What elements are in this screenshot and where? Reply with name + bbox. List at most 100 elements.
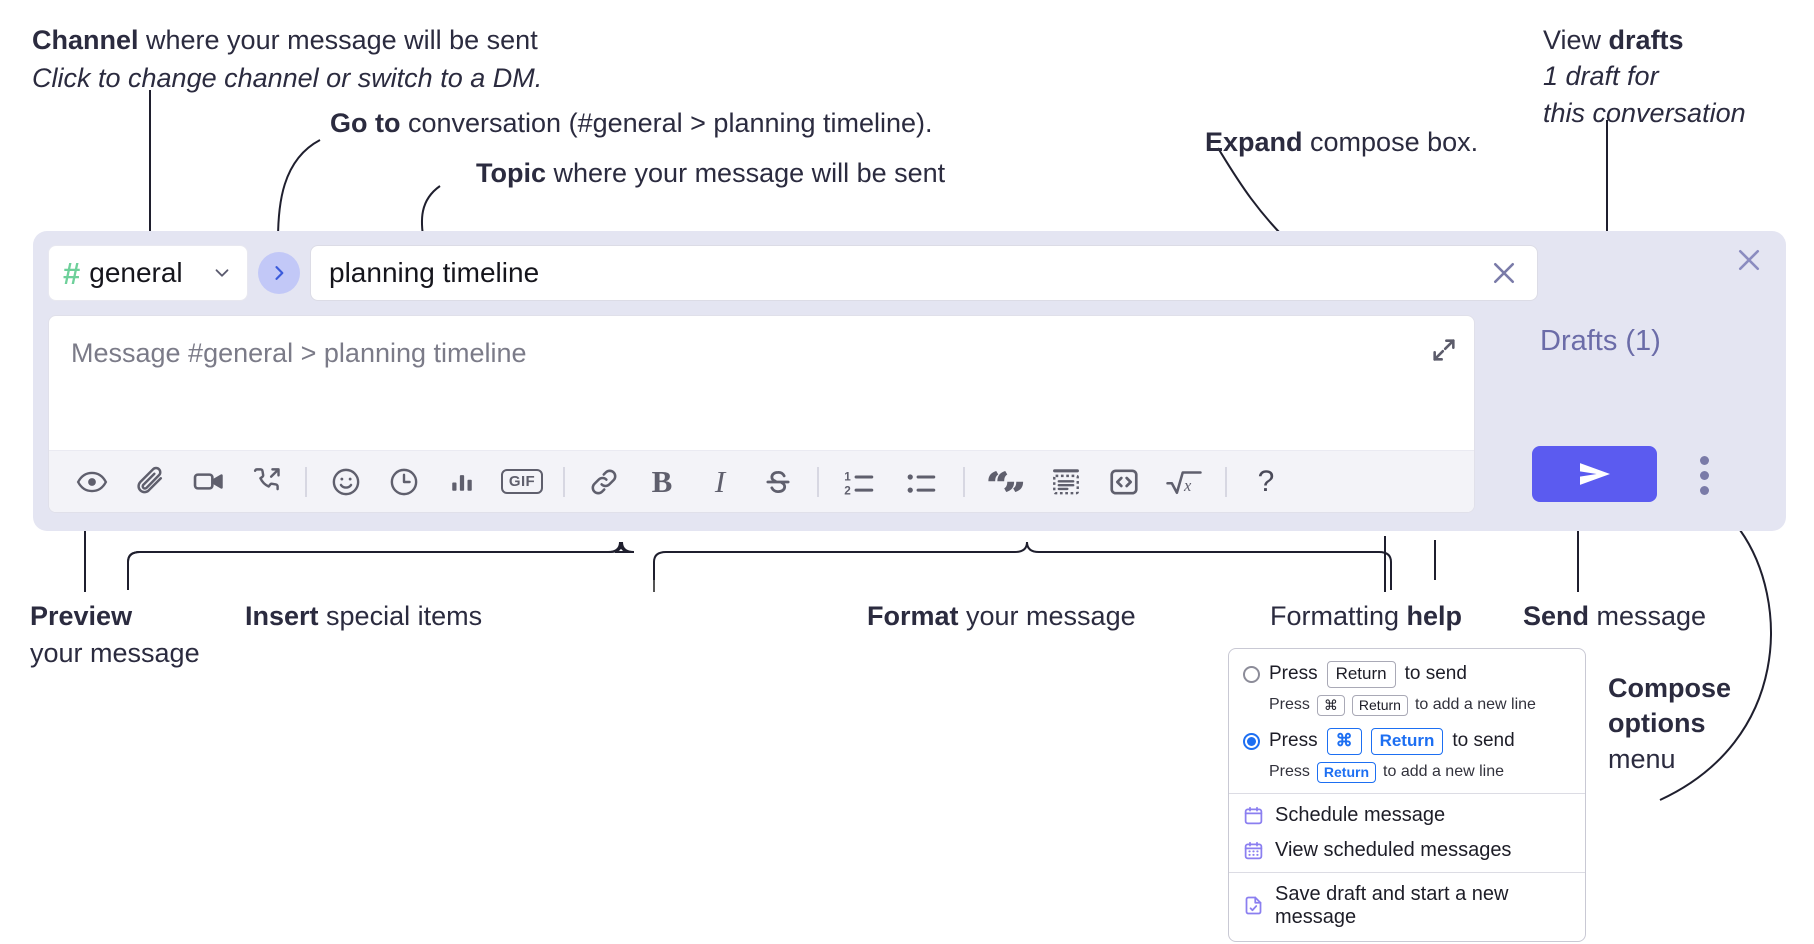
clock-icon[interactable]	[375, 458, 433, 506]
annotation-goto: Go to conversation (#general > planning …	[330, 107, 933, 139]
link-icon[interactable]	[575, 458, 633, 506]
video-camera-icon[interactable]	[179, 458, 237, 506]
annotation-format-rest: your message	[958, 601, 1136, 631]
bulleted-list-icon[interactable]	[891, 458, 953, 506]
emoji-icon[interactable]	[317, 458, 375, 506]
toolbar-divider	[1225, 466, 1227, 497]
annotation-preview: Preview your message	[30, 600, 200, 670]
send-option-cmd-return-row: Press ⌘ Return to send	[1243, 727, 1571, 755]
svg-text:x: x	[1183, 475, 1192, 494]
paperclip-icon[interactable]	[121, 458, 179, 506]
annotation-expand: Expand compose box.	[1205, 126, 1478, 158]
annotation-topic: Topic where your message will be sent	[476, 157, 945, 189]
annotation-compose-line1: Compose	[1608, 673, 1732, 703]
help-label: ?	[1257, 464, 1275, 498]
annotation-topic-rest: where your message will be sent	[546, 158, 946, 188]
clear-topic-icon[interactable]	[1485, 254, 1523, 292]
italic-label: I	[714, 463, 726, 499]
phone-forward-icon[interactable]	[237, 458, 295, 506]
annotation-help-bold: help	[1406, 601, 1463, 631]
topic-input[interactable]: planning timeline	[310, 245, 1538, 301]
annotation-goto-bold: Go to	[330, 108, 401, 138]
annotation-preview-bold: Preview	[30, 601, 133, 631]
code-block-icon[interactable]	[1037, 458, 1095, 506]
annotation-send: Send message	[1523, 600, 1706, 632]
menu-item-view-scheduled-messages[interactable]: View scheduled messages	[1229, 833, 1585, 868]
radio-cmd-return[interactable]	[1243, 732, 1260, 750]
strikethrough-icon[interactable]	[749, 458, 807, 506]
annotation-drafts-bold: drafts	[1608, 25, 1684, 55]
menu-item-label: Save draft and start a new message	[1275, 882, 1509, 928]
opt2-sub-post: to add a new line	[1383, 763, 1505, 781]
send-button[interactable]	[1532, 446, 1657, 502]
menu-item-schedule-message[interactable]: Schedule message	[1229, 798, 1585, 833]
kebab-dot	[1699, 455, 1709, 465]
bar-chart-icon[interactable]	[433, 458, 491, 506]
topic-value: planning timeline	[329, 257, 540, 288]
radio-return[interactable]	[1243, 665, 1260, 683]
send-option-return-sub: Press ⌘ Return to add a new line	[1269, 694, 1571, 716]
annotation-channel-bold: Channel	[32, 25, 139, 55]
annotation-channel-italic: Click to change channel or switch to a D…	[32, 63, 543, 94]
annotation-send-bold: Send	[1523, 601, 1590, 631]
bold-icon[interactable]: B	[633, 458, 691, 506]
kebab-dot	[1699, 485, 1709, 495]
blockquote-icon[interactable]	[975, 458, 1037, 506]
annotation-compose-line2: options	[1608, 708, 1706, 739]
annotation-formatting-help: Formatting help	[1270, 600, 1462, 632]
annotation-format: Format your message	[867, 600, 1136, 632]
compose-options-button[interactable]	[1692, 452, 1716, 498]
key-return: Return	[1351, 694, 1408, 716]
ordered-list-icon[interactable]: 1 2	[829, 458, 891, 506]
gif-label: GIF	[500, 469, 544, 494]
calendar-grid-icon	[1243, 840, 1264, 861]
gif-icon[interactable]: GIF	[491, 458, 553, 506]
message-input-box[interactable]: Message #general > planning timeline	[48, 315, 1475, 513]
channel-name: general	[89, 257, 183, 288]
key-return: Return	[1370, 727, 1444, 755]
annotation-format-bold: Format	[867, 601, 959, 631]
drafts-link[interactable]: Drafts (1)	[1540, 325, 1661, 357]
menu-divider	[1229, 792, 1585, 794]
annotation-goto-rest: conversation (#general > planning timeli…	[400, 108, 933, 138]
key-return: Return	[1326, 661, 1396, 688]
toolbar-divider	[563, 466, 565, 497]
annotation-drafts-line2: 1 draft for	[1543, 61, 1659, 92]
key-return: Return	[1316, 761, 1377, 783]
compose-options-menu: Press Return to send Press ⌘ Return to a…	[1228, 648, 1586, 942]
menu-item-label: View scheduled messages	[1275, 838, 1512, 861]
annotation-channel: Channel where your message will be sent …	[32, 24, 542, 95]
annotation-drafts: View drafts 1 draft for this conversatio…	[1543, 24, 1746, 129]
help-icon[interactable]: ?	[1237, 458, 1295, 506]
opt1-pre: Press	[1269, 663, 1318, 685]
annotation-help-rest: Formatting	[1270, 601, 1407, 631]
annotation-compose-options: Compose options menu	[1608, 672, 1731, 775]
hash-icon: #	[63, 255, 81, 291]
menu-item-label: Schedule message	[1275, 803, 1446, 826]
annotation-preview-line2: your message	[30, 638, 200, 669]
calendar-icon	[1243, 805, 1264, 826]
channel-selector[interactable]: # general	[48, 245, 248, 301]
menu-item-save-draft[interactable]: Save draft and start a new message	[1229, 877, 1585, 935]
close-icon[interactable]	[1732, 243, 1766, 277]
save-draft-icon	[1243, 895, 1264, 916]
send-option-cmd-return-sub: Press Return to add a new line	[1269, 761, 1571, 783]
eye-icon[interactable]	[63, 458, 121, 506]
italic-icon[interactable]: I	[691, 458, 749, 506]
code-icon[interactable]	[1095, 458, 1153, 506]
send-option-cmd-return[interactable]: Press ⌘ Return to send Press Return to a…	[1229, 726, 1585, 783]
key-command: ⌘	[1316, 694, 1345, 716]
expand-compose-icon[interactable]	[1430, 336, 1458, 364]
math-icon[interactable]: x	[1153, 458, 1215, 506]
send-option-return-row: Press Return to send	[1243, 661, 1571, 688]
annotation-insert: Insert special items	[245, 600, 482, 632]
svg-text:1: 1	[844, 470, 851, 483]
goto-conversation-button[interactable]	[258, 252, 300, 294]
bold-label: B	[651, 463, 673, 499]
annotation-compose-line3: menu	[1608, 743, 1676, 774]
send-option-return[interactable]: Press Return to send Press ⌘ Return to a…	[1229, 659, 1585, 716]
svg-text:2: 2	[844, 484, 851, 497]
annotation-channel-rest: where your message will be sent	[138, 25, 538, 55]
compose-panel: # general planning timeline Message #gen…	[33, 231, 1786, 531]
